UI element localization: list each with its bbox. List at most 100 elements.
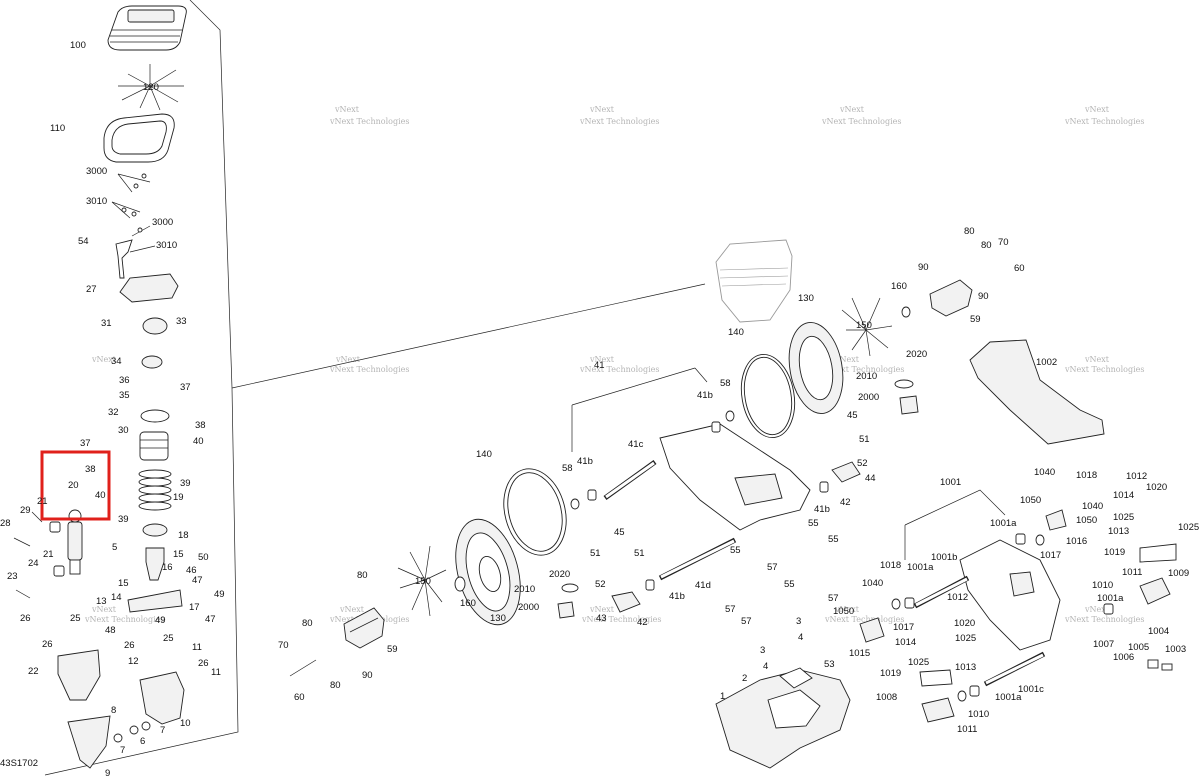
- part-label: 18: [178, 530, 189, 541]
- part-label: 17: [189, 602, 200, 613]
- part-label: 46: [186, 565, 197, 576]
- part-label: 34: [111, 356, 122, 367]
- part-label: 57: [828, 593, 839, 604]
- part-label: 3000: [152, 217, 173, 228]
- seal-part: [570, 498, 580, 510]
- part-label: 24: [28, 558, 39, 569]
- rear-arm-part: [959, 539, 1061, 651]
- part-label: 13: [96, 596, 107, 607]
- part-label: 9: [105, 768, 110, 777]
- watermark-brand: vNext: [339, 605, 365, 614]
- lower-right-parts: [715, 509, 1177, 769]
- part-label: 80: [981, 240, 992, 251]
- part-label: 1003: [1165, 644, 1186, 655]
- part-label: 90: [362, 670, 373, 681]
- part-label: 80: [330, 680, 341, 691]
- part-label: 1001c: [1018, 684, 1044, 695]
- part-label: 1001b: [931, 552, 957, 563]
- bracket-part: [779, 667, 813, 689]
- valve-cover-part: [107, 5, 187, 51]
- part-label: 140: [476, 449, 492, 460]
- part-label: 3010: [156, 240, 177, 251]
- hardware-part: [111, 173, 156, 253]
- washer-part: [141, 721, 151, 731]
- part-label: 41b: [577, 456, 593, 467]
- part-label: 4: [763, 661, 768, 672]
- part-label: 1: [720, 691, 725, 702]
- bracket-part: [1139, 577, 1171, 605]
- part-label: 4: [798, 632, 803, 643]
- watermark-company: vNext Technologies: [84, 615, 164, 624]
- bolts-part: [841, 297, 893, 357]
- watermark-company: vNext Technologies: [579, 365, 659, 374]
- part-label: 150: [415, 576, 431, 587]
- part-label: 150: [856, 320, 872, 331]
- seal-part: [454, 576, 466, 592]
- part-label: 21: [37, 496, 48, 507]
- part-label: 1004: [1148, 626, 1169, 637]
- part-label: 120: [143, 82, 159, 93]
- part-label: 58: [720, 378, 731, 389]
- part-label: 55: [808, 518, 819, 529]
- watermark-brand: vNext: [589, 355, 615, 364]
- watermark-company: vNext Technologies: [329, 365, 409, 374]
- bolt-part: [13, 537, 31, 547]
- part-label: 49: [214, 589, 225, 600]
- watermark-brand: vNext: [1084, 355, 1110, 364]
- bushing-part: [587, 489, 597, 501]
- part-label: 1009: [1168, 568, 1189, 579]
- part-label: 1001a: [1097, 593, 1124, 604]
- part-label: 1013: [955, 662, 976, 673]
- part-label: 38: [195, 420, 206, 431]
- part-label: 160: [460, 598, 476, 609]
- spring-seat-part: [142, 523, 168, 537]
- part-label: 37: [80, 438, 91, 449]
- part-label: 38: [85, 464, 96, 475]
- bolts-part: [397, 545, 447, 617]
- part-label: 47: [192, 575, 203, 586]
- part-label: 11: [192, 642, 202, 653]
- linkage-part: [127, 589, 183, 613]
- watermark-brand: vNext: [1084, 105, 1110, 114]
- part-label: 1010: [968, 709, 989, 720]
- part-label: 25: [163, 633, 174, 644]
- part-label: 40: [193, 436, 204, 447]
- part-label: 1025: [955, 633, 976, 644]
- part-label: 59: [970, 314, 981, 325]
- watermark-brand: vNext: [589, 105, 615, 114]
- part-label: 57: [767, 562, 778, 573]
- part-label: 1020: [954, 618, 975, 629]
- plate-part: [919, 669, 953, 687]
- retainer-part: [141, 355, 163, 369]
- part-label: 1002: [1036, 357, 1057, 368]
- part-label: 25: [70, 613, 81, 624]
- part-label: 20: [68, 480, 79, 491]
- part-label: 1050: [1020, 495, 1041, 506]
- part-label: 1006: [1113, 652, 1134, 663]
- part-label: 2000: [858, 392, 879, 403]
- part-label: 22: [28, 666, 39, 677]
- part-label: 160: [891, 281, 907, 292]
- part-label: 1017: [1040, 550, 1061, 561]
- bushing-part: [969, 685, 980, 697]
- drive-cover-part: [788, 322, 844, 414]
- part-label: 39: [118, 514, 129, 525]
- watermark-company: vNext Technologies: [1064, 615, 1144, 624]
- part-label: 1010: [1092, 580, 1113, 591]
- clamp-part: [831, 461, 861, 483]
- bracket-part: [859, 617, 885, 643]
- watermark-brand: vNext: [1084, 605, 1110, 614]
- part-label: 1040: [862, 578, 883, 589]
- watermark-brand: vNext: [335, 355, 361, 364]
- part-label: 8: [111, 705, 116, 716]
- part-label: 3000: [86, 166, 107, 177]
- part-label: 33: [176, 316, 187, 327]
- part-label: 1011: [957, 724, 977, 735]
- part-label: 2020: [906, 349, 927, 360]
- part-label: 41d: [695, 580, 711, 591]
- part-label: 52: [595, 579, 606, 590]
- watermarks: vNext vNext Technologies vNext vNext Tec…: [84, 105, 1144, 624]
- bolt-part: [15, 589, 31, 599]
- leader-1001: [904, 489, 1006, 526]
